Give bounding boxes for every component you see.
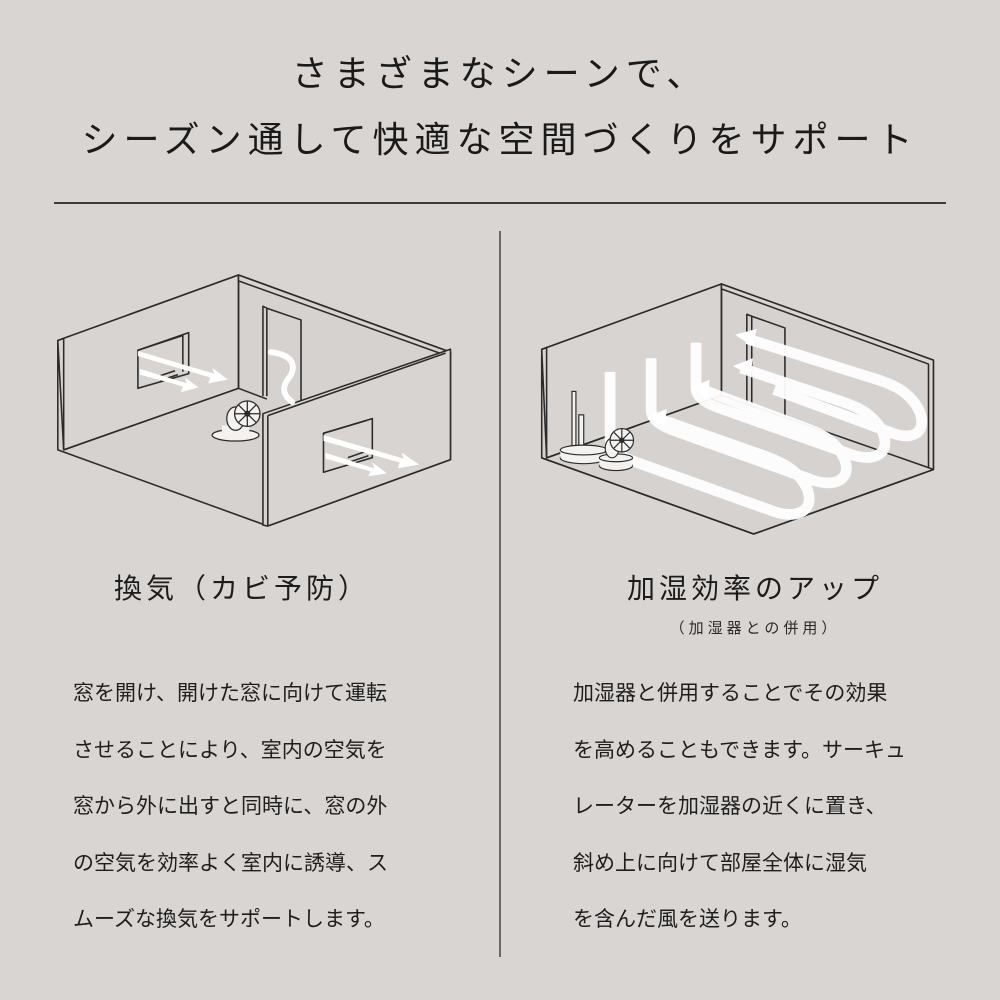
- room-ventilation-illustration-icon: [57, 274, 452, 527]
- section-title: 換気（カビ予防）: [113, 572, 370, 605]
- body-line: を高めることもできます。サーキュ: [573, 737, 907, 762]
- body-line: レーターを加湿器の近くに置き、: [573, 794, 887, 818]
- headline-line-1: さまざまなシーンで、: [291, 54, 709, 95]
- body-line: 窓を開け、開けた窓に向けて運転: [73, 681, 387, 705]
- room-humidifier-illustration-icon: [540, 283, 935, 535]
- body-line: 斜め上に向けて部屋全体に湿気: [573, 850, 867, 875]
- section-body: 窓を開け、開けた窓に向けて運転 させることにより、室内の空気を 窓から外に出すと…: [73, 665, 453, 948]
- circulator-fan-icon: [598, 427, 635, 472]
- section-subtitle: （加湿器との併用）: [669, 619, 841, 637]
- vertical-divider: [499, 231, 501, 957]
- humidifier-icon: [559, 390, 608, 465]
- section-body: 加湿器と併用することでその効果 を高めることもできます。サーキュ レーターを加湿…: [573, 665, 953, 948]
- section-ventilation: 換気（カビ予防） 窓を開け、開けた窓に向けて運転 させることにより、室内の空気を…: [0, 231, 500, 971]
- horizontal-divider: [54, 202, 946, 204]
- body-line: 加湿器と併用することでその効果: [573, 681, 888, 705]
- section-humidification: 加湿効率のアップ （加湿器との併用） 加湿器と併用することでその効果 を高めるこ…: [500, 231, 1000, 971]
- section-title: 加湿効率のアップ: [626, 572, 883, 605]
- body-line: させることにより、室内の空気を: [73, 737, 387, 762]
- body-line: 窓から外に出すと同時に、窓の外: [73, 794, 388, 818]
- circulator-fan-icon: [211, 400, 261, 442]
- body-line: ムーズな換気をサポートします。: [73, 907, 385, 931]
- headline: さまざまなシーンで、 シーズン通して快適な空間づくりをサポート: [0, 42, 1000, 174]
- body-line: の空気を効率よく室内に誘導、ス: [73, 850, 388, 875]
- body-line: を含んだ風を送ります。: [573, 907, 802, 931]
- headline-line-2: シーズン通して快適な空間づくりをサポート: [81, 120, 919, 161]
